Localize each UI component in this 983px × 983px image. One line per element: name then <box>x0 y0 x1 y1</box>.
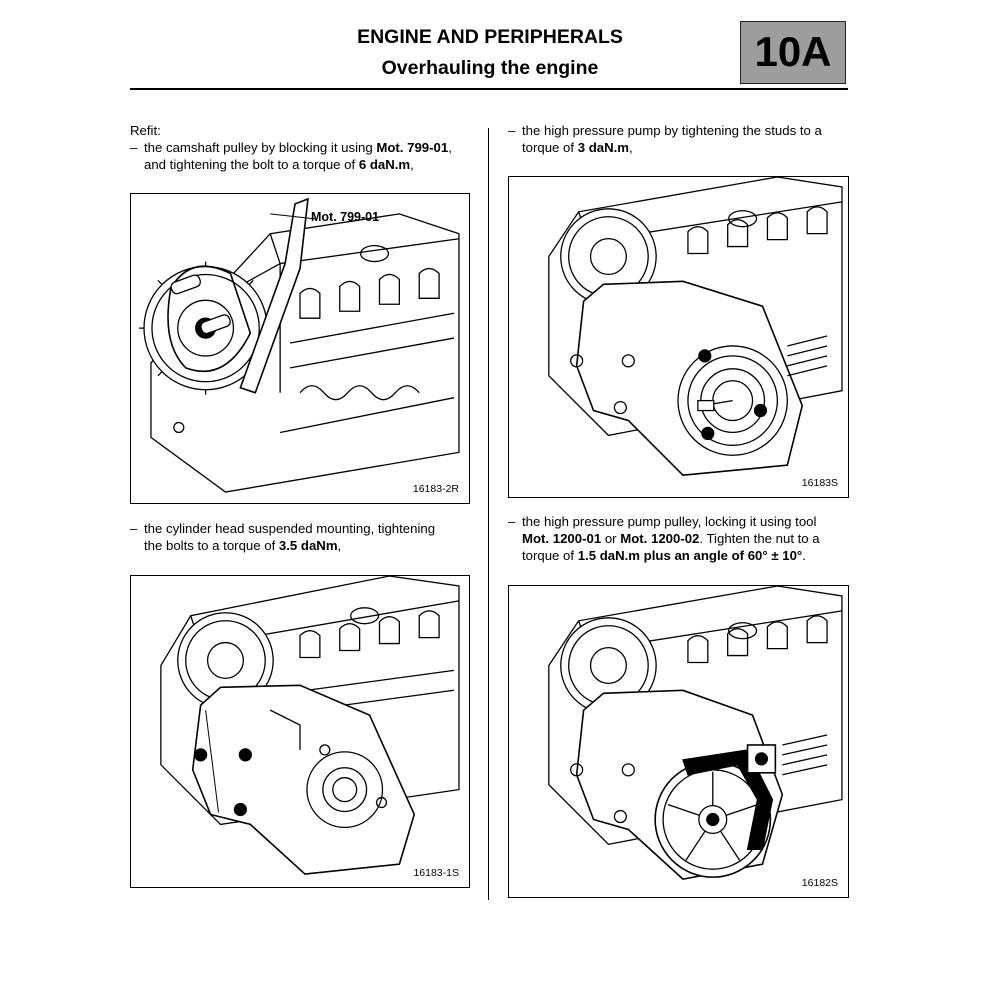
figure-camshaft-pulley: Mot. 799-01 16183-2R <box>130 193 470 504</box>
instruction-cylinder-head-mounting: – the cylinder head suspended mounting, … <box>130 521 436 553</box>
tool-reference: Mot. 1200-02 <box>620 530 700 546</box>
figure-pump-pulley: 16182S <box>508 585 849 898</box>
column-separator <box>488 128 489 900</box>
engine-illustration <box>160 576 460 875</box>
document-title: ENGINE AND PERIPHERALS <box>357 26 623 48</box>
engine-illustration <box>139 197 460 493</box>
header-rule <box>130 88 848 90</box>
figure-reference: 16183-1S <box>413 867 459 879</box>
list-dash: – <box>130 521 138 536</box>
figure-reference: 16183S <box>801 477 838 489</box>
list-dash: – <box>508 123 516 138</box>
tool-reference: Mot. 799-01 <box>376 140 449 155</box>
torque-value: 3.5 daNm <box>278 537 338 553</box>
torque-value: 1.5 daN.m plus an angle of 60° ± 10° <box>577 547 803 563</box>
figure-reference: 16182S <box>801 877 838 889</box>
list-dash: – <box>130 140 138 155</box>
figure-cylinder-head-mounting: 16183-1S <box>130 575 470 888</box>
engine-illustration <box>548 177 843 476</box>
section-tab: 10A <box>740 21 846 84</box>
tool-reference: Mot. 1200-01 <box>522 530 602 546</box>
list-dash: – <box>508 514 516 529</box>
tool-callout: Mot. 799-01 <box>311 210 380 224</box>
document-subtitle: Overhauling the engine <box>381 57 599 79</box>
instruction-pump-pulley: – the high pressure pump pulley, locking… <box>508 514 820 563</box>
torque-value: 6 daN.m <box>358 156 411 172</box>
engine-illustration <box>548 586 843 880</box>
figure-high-pressure-pump: 16183S <box>508 176 849 498</box>
instruction-high-pressure-pump: – the high pressure pump by tightening t… <box>508 123 822 155</box>
figure-reference: 16183-2R <box>412 483 459 495</box>
instruction-camshaft-pulley: – the camshaft pulley by blocking it usi… <box>130 140 452 172</box>
refit-intro: Refit: <box>130 123 161 138</box>
torque-value: 3 daN.m <box>577 139 630 155</box>
